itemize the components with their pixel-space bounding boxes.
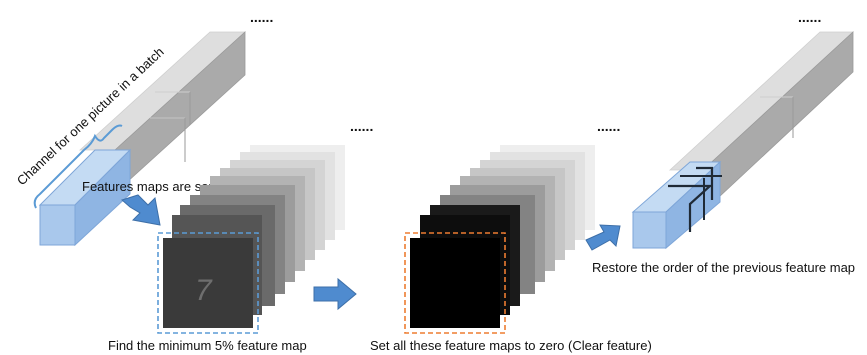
bracket-icon <box>33 124 123 209</box>
channel-bracket <box>33 124 123 209</box>
min-feature-map <box>163 238 253 328</box>
min-selection-dashed-box <box>157 232 259 334</box>
restore-label: Restore the order of the previous featur… <box>592 260 855 275</box>
right-blue-front <box>632 211 667 249</box>
stack1-ellipsis: ...... <box>350 118 373 134</box>
left-bar-ellipsis: ...... <box>250 9 273 25</box>
arrow-right-icon <box>313 277 357 311</box>
stack2-ellipsis: ...... <box>597 118 620 134</box>
restored-slice-outline <box>680 175 722 220</box>
feature-map-stack-2: ...... <box>404 118 620 334</box>
arrow-right-icon <box>120 194 161 226</box>
zeroed-feature-map <box>410 238 500 328</box>
find-min-label: Find the minimum 5% feature map <box>108 338 307 353</box>
left-blue-cube-front <box>39 204 76 246</box>
arrow-right-icon <box>585 224 621 251</box>
digit-seven: 7 <box>195 274 213 307</box>
right-bar-ellipsis: ...... <box>798 9 821 25</box>
feature-map-stack-1: 7 ...... <box>157 118 373 334</box>
restored-slice-outline <box>668 166 714 232</box>
right-channel-bar: ...... <box>631 9 855 250</box>
set-zero-label: Set all these feature maps to zero (Clea… <box>370 338 652 353</box>
left-channel-bar: ...... <box>38 9 273 247</box>
zero-selection-dashed-box <box>404 232 506 334</box>
